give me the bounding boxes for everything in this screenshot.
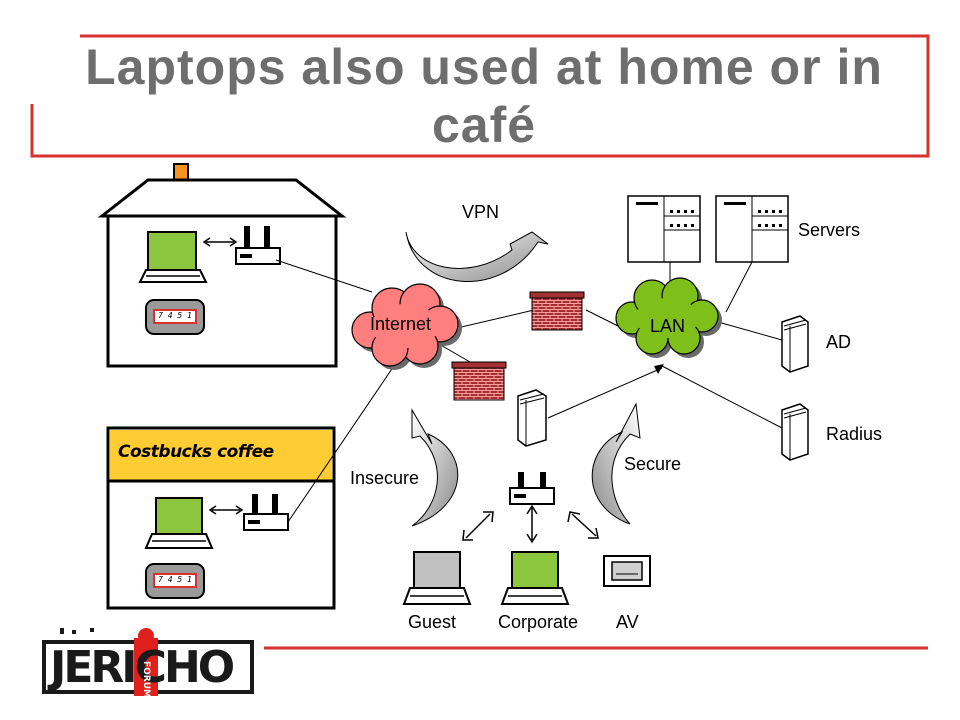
servers-label: Servers	[798, 220, 861, 240]
lan-cloud	[615, 277, 722, 358]
radius-server-icon	[781, 403, 809, 461]
lan-arrow-icon	[654, 364, 664, 374]
access-point-icon	[509, 472, 555, 505]
home-token-display: 7 4 5 1	[158, 311, 192, 320]
insecure-label: Insecure	[350, 468, 420, 488]
insecure-arrow-icon	[411, 408, 459, 527]
coffee-laptop-icon	[144, 497, 214, 549]
guest-laptop-icon	[402, 551, 472, 605]
radius-label: Radius	[826, 424, 883, 444]
coffee-token-icon	[145, 563, 205, 599]
av-device-icon	[603, 555, 651, 587]
coffee-token-display: 7 4 5 1	[158, 575, 192, 584]
coffee-shop-label: Costbucks coffee	[118, 442, 274, 462]
vpn-label: VPN	[462, 202, 500, 222]
gateway-server-icon	[517, 389, 547, 447]
firewall-top-icon	[529, 291, 585, 331]
logo-sub-text: FORUM	[141, 661, 151, 698]
home-house	[97, 163, 347, 368]
secure-label: Secure	[624, 454, 682, 474]
internet-label: Internet	[370, 314, 432, 334]
lan-label: LAN	[650, 316, 686, 336]
slide-title: Laptops also used at home or in café	[85, 39, 883, 153]
coffee-link-arrow-icon	[208, 505, 244, 515]
firewall-bottom-icon	[451, 361, 507, 401]
home-router-icon	[235, 226, 281, 265]
secure-arrow-icon	[591, 402, 641, 525]
vpn-arrow-icon	[405, 231, 549, 283]
server-rack-2-icon	[715, 195, 789, 263]
jericho-logo	[42, 628, 254, 696]
home-token-icon	[145, 299, 205, 335]
home-link-arrow-icon	[202, 237, 238, 247]
internet-cloud	[351, 283, 462, 370]
ad-label: AD	[826, 332, 852, 352]
ad-server-icon	[781, 315, 809, 373]
logo-main-text: JERICHO	[50, 642, 235, 693]
corporate-laptop-icon	[500, 551, 570, 605]
av-label: AV	[616, 612, 639, 632]
corporate-label: Corporate	[498, 612, 579, 632]
server-rack-1-icon	[627, 195, 701, 263]
home-laptop-icon	[138, 231, 208, 283]
guest-label: Guest	[408, 612, 457, 632]
ap-link-arrows	[462, 504, 599, 544]
